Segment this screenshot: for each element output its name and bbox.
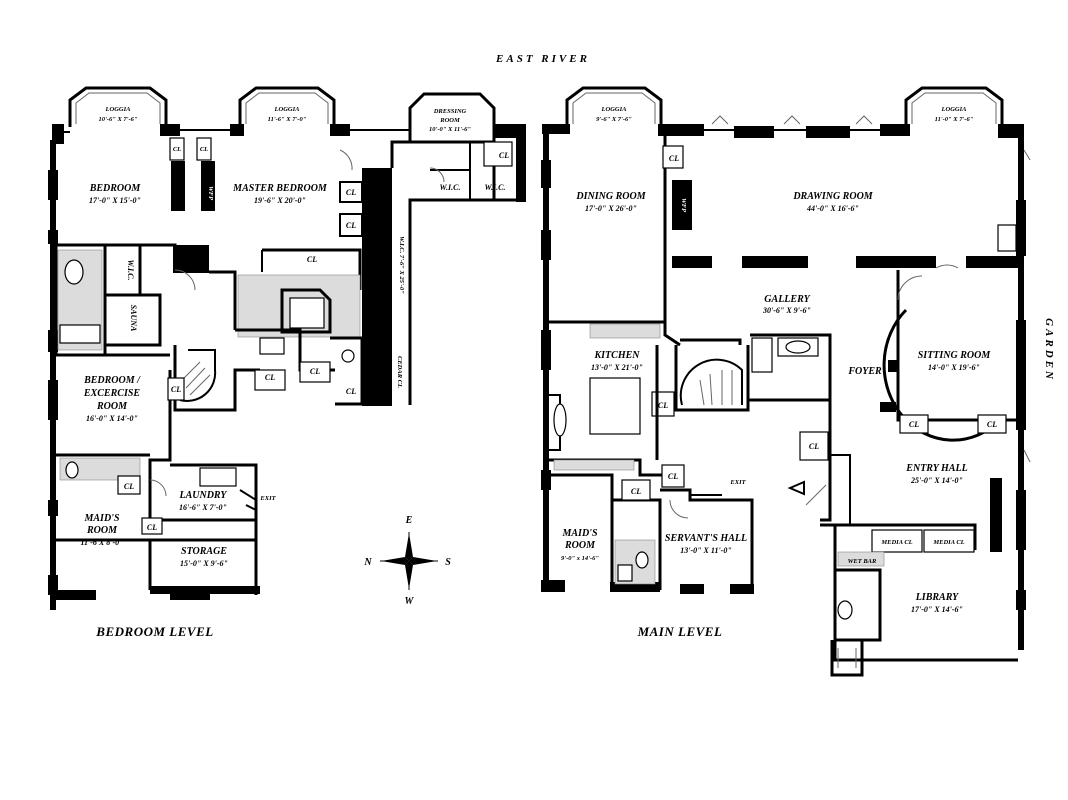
gallery-name: GALLERY [764, 294, 810, 305]
main-level-plan: WFP [541, 86, 1031, 677]
main-loggia1-name: LOGGIA [601, 106, 628, 113]
compass-n: N [363, 557, 372, 568]
main-cl-g: CL [631, 487, 641, 496]
bed-exit: EXIT [259, 495, 276, 502]
exercise-name3: ROOM [96, 401, 128, 412]
media-cl-b: MEDIA CL [932, 539, 964, 546]
bed-maids-name1: MAID'S [83, 513, 119, 524]
library-name: LIBRARY [915, 592, 959, 603]
bed-loggia2-dim: 11'-6" X 7'-0" [268, 116, 307, 123]
bed-cl-d: CL [346, 221, 356, 230]
master-bedroom-name: MASTER BEDROOM [232, 183, 328, 194]
main-loggia1-dim: 9'-6" X 7'-6" [596, 116, 632, 123]
bed-cl-g: CL [310, 367, 320, 376]
bed-maids-name2: ROOM [86, 525, 118, 536]
compass-w: W [405, 596, 415, 607]
main-level-labels: LOGGIA 9'-6" X 7'-6" LOGGIA 11'-0" X 7'-… [561, 106, 997, 614]
sauna-label: SAUNA [129, 305, 138, 332]
wic-long-label: W.I.C. 7'-6" X 25'-0" [398, 236, 405, 294]
wet-bar-label: WET BAR [848, 558, 877, 565]
sitting-dim: 14'-0" X 19'-6" [928, 363, 980, 372]
servants-name: SERVANT'S HALL [665, 533, 747, 544]
media-cl-a: MEDIA CL [880, 539, 912, 546]
bedroom-name: BEDROOM [89, 183, 142, 194]
bed-loggia2-name: LOGGIA [274, 106, 301, 113]
cedar-cl-label: CEDAR CL [396, 356, 403, 388]
bedroom-level-labels: LOGGIA 10'-6" X 7'-6" LOGGIA 11'-6" X 7'… [80, 106, 509, 568]
bed-wic-a: W.I.C. [440, 183, 461, 192]
sitting-name: SITTING ROOM [918, 350, 992, 361]
bed-wic-small: W.I.C. [126, 260, 135, 281]
gallery-dim: 30'-6" X 9'-6" [762, 306, 811, 315]
storage-name: STORAGE [181, 546, 227, 557]
main-wfp: WFP [680, 198, 687, 213]
exercise-dim: 16'-0" X 14'-0" [86, 414, 138, 423]
main-cl-f: CL [668, 472, 678, 481]
drawing-dim: 44'-0" X 16'-6" [806, 204, 859, 213]
dressing-cl: CL [499, 151, 509, 160]
bed-cl-i: CL [171, 385, 181, 394]
bed-cl-a: CL [173, 146, 181, 153]
main-level-title: MAIN LEVEL [637, 624, 723, 639]
bed-wic-b: W.I.C. [485, 183, 506, 192]
east-river-label: EAST RIVER [495, 53, 590, 65]
bedroom-level-plan: CL CL WFP WFP W.I.C. SAUNA [48, 86, 526, 610]
main-cl-e: CL [809, 442, 819, 451]
garden-label: GARDEN [1043, 318, 1055, 382]
library-dim: 17'-0" X 14'-6" [911, 605, 963, 614]
main-loggia2-dim: 11'-0" X 7'-6" [935, 116, 974, 123]
entry-dim: 25'-0" X 14'-0" [910, 476, 963, 485]
main-maids-name2: ROOM [564, 540, 596, 551]
exercise-name1: BEDROOM / [83, 375, 141, 386]
entry-name: ENTRY HALL [905, 463, 967, 474]
main-loggia2-name: LOGGIA [941, 106, 968, 113]
dressing-name2: ROOM [439, 117, 460, 124]
laundry-dim: 16'-6" X 7'-0" [179, 503, 227, 512]
kitchen-name: KITCHEN [593, 350, 640, 361]
compass-e: E [405, 515, 413, 526]
bed-cl-e: CL [307, 255, 317, 264]
bed-cl-j: CL [124, 482, 134, 491]
main-cl-c: CL [909, 420, 919, 429]
bed-cl-c: CL [346, 188, 356, 197]
main-exit: EXIT [729, 479, 746, 486]
exercise-name2: EXCERCISE [83, 388, 140, 399]
bed-cl-k: CL [147, 523, 157, 532]
bed-cl-h: CL [346, 387, 356, 396]
compass-s: S [445, 557, 451, 568]
bed-cl-f: CL [265, 373, 275, 382]
bed-maids-dim: 11'-6 X 8'-0" [80, 538, 123, 547]
main-cl-a: CL [669, 154, 679, 163]
drawing-name: DRAWING ROOM [792, 191, 873, 202]
storage-dim: 15'-0" X 9'-6" [180, 559, 228, 568]
bed-wfp-b: WFP [207, 186, 214, 201]
compass-rose: E N S W [363, 515, 451, 607]
bedroom-level-title: BEDROOM LEVEL [95, 624, 213, 639]
dining-name: DINING ROOM [575, 191, 646, 202]
dressing-name1: DRESSING [433, 108, 467, 115]
main-cl-b: CL [658, 401, 668, 410]
kitchen-dim: 13'-0" X 21'-0" [591, 363, 643, 372]
master-bedroom-dim: 19'-6" X 20'-0" [254, 196, 306, 205]
dressing-dim: 10'-0" X 11'-6" [429, 126, 471, 133]
bed-loggia1-dim: 10'-6" X 7'-6" [99, 116, 138, 123]
main-maids-name1: MAID'S [561, 528, 597, 539]
foyer-label: FOYER [847, 366, 882, 377]
bed-wfp-a: WFP [183, 186, 190, 201]
bedroom-dim: 17'-0" X 15'-0" [89, 196, 141, 205]
main-maids-dim: 9'-0" x 14'-6" [561, 555, 599, 562]
dining-dim: 17'-0" X 26'-0" [585, 204, 637, 213]
bed-cl-b: CL [200, 146, 208, 153]
servants-dim: 13'-0" X 11'-0" [680, 546, 732, 555]
bed-loggia1-name: LOGGIA [105, 106, 132, 113]
main-cl-d: CL [987, 420, 997, 429]
laundry-name: LAUNDRY [178, 490, 227, 501]
